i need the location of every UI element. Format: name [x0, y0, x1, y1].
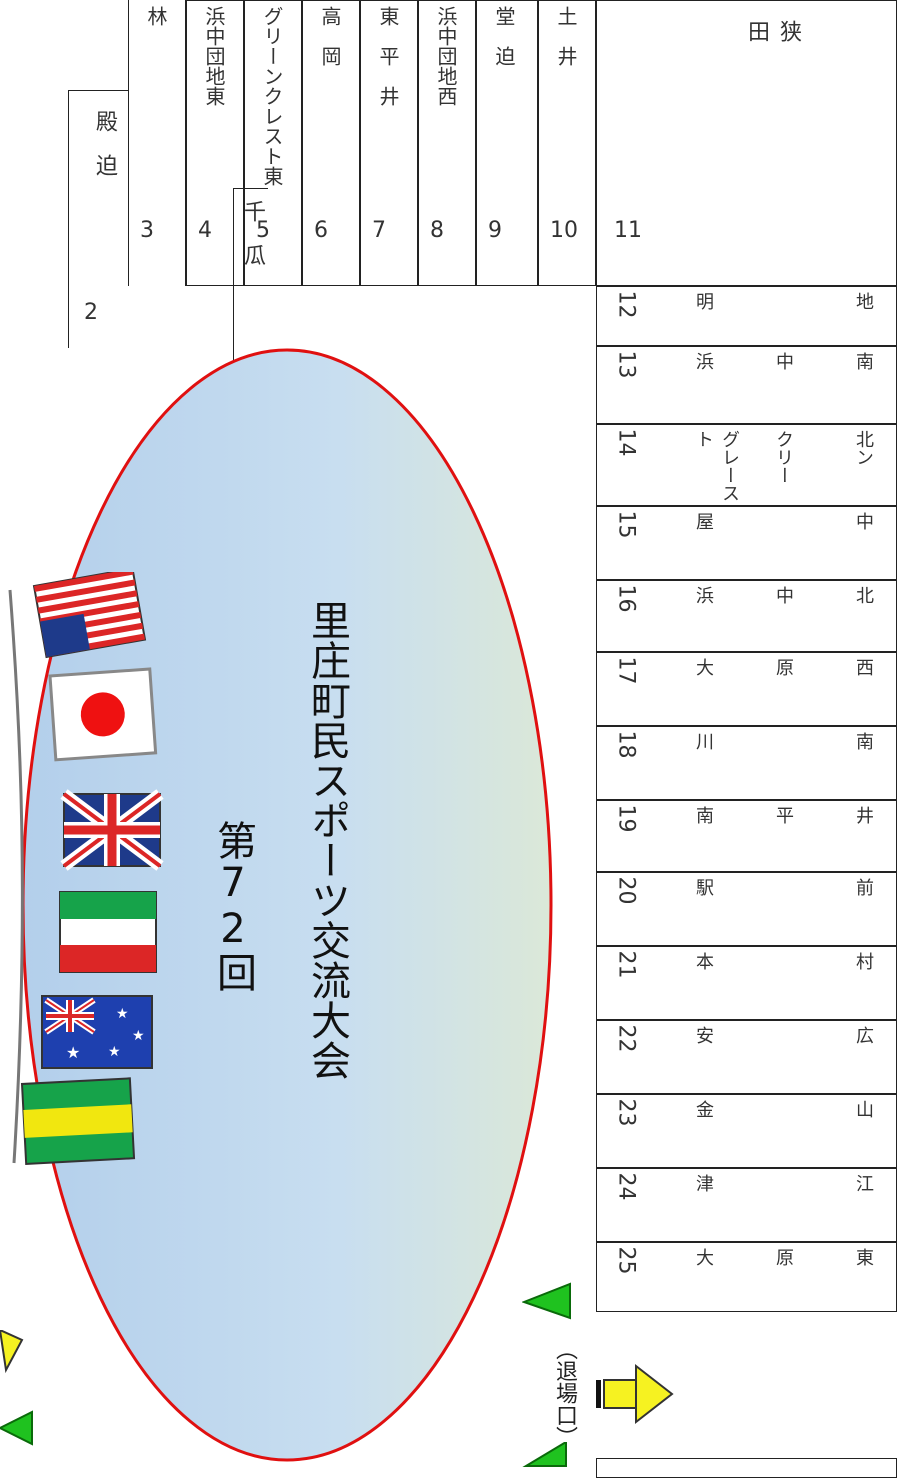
exit-arrow-icon [596, 1363, 674, 1425]
team-number: 5 [256, 218, 270, 243]
team-name-bottom: 地 [853, 292, 874, 310]
team-name-bottom: 広 [853, 1026, 874, 1044]
team-name-top: 大 [693, 658, 714, 676]
team-name-top: グレースト [693, 430, 740, 502]
team-name-bottom: 井 [853, 806, 874, 824]
australia-flag: ★ ★ ★ ★ [41, 995, 153, 1069]
team-box-3 [128, 0, 186, 286]
team-name-middle: 中 [773, 586, 794, 604]
team-name: 浜中団地東 [202, 6, 226, 106]
team-name-bottom: 中 [853, 512, 874, 530]
team-name: 狭 田 [744, 20, 801, 244]
team-number: 2 [84, 300, 98, 325]
team-name-top: 大 [693, 1248, 714, 1266]
team-box-4 [186, 0, 244, 286]
team-name-bottom: 村 [853, 952, 874, 970]
team-number: 8 [430, 218, 444, 243]
team-name-bottom: 南 [853, 732, 874, 750]
team-box-2 [68, 90, 128, 348]
team-name-middle: 中 [773, 352, 794, 370]
flag-rope [8, 589, 24, 1164]
brazil-style-flag [20, 1077, 136, 1165]
team-name: 高 岡 [318, 6, 342, 66]
team-name-bottom: 北ン [853, 430, 874, 466]
team-name-middle: 原 [773, 658, 794, 676]
team-number: 4 [198, 218, 212, 243]
team-number: 6 [314, 218, 328, 243]
team-number: 9 [488, 218, 502, 243]
team-name-top: 金 [693, 1100, 714, 1118]
team-number: 10 [550, 218, 578, 243]
entry-arrow-icon [0, 1330, 24, 1374]
team-number: 3 [140, 218, 154, 243]
team-name: 殿 迫 [92, 110, 117, 176]
team-name: 林 [144, 6, 168, 26]
team-name-top: 本 [693, 952, 714, 970]
team-name-top: 津 [693, 1174, 714, 1192]
team-name-bottom: 前 [853, 878, 874, 896]
team-box-8 [418, 0, 476, 286]
team-name-middle: クリー [773, 430, 794, 484]
green-triangle-icon [522, 1442, 567, 1467]
japan-flag [48, 667, 158, 762]
team-name-top: 安 [693, 1026, 714, 1044]
team-box-6 [302, 0, 360, 286]
exit-label: （退場口） [552, 1338, 577, 1448]
flags-garland: ★ ★ ★ ★ [20, 572, 164, 1165]
team-box-9 [476, 0, 538, 286]
team-name-middle: 原 [773, 1248, 794, 1266]
team-box-10 [538, 0, 596, 286]
team-box-7 [360, 0, 418, 286]
team-name-top: 川 [693, 732, 714, 750]
svg-text:★: ★ [66, 1043, 80, 1062]
team-name-bottom: 山 [853, 1100, 874, 1118]
team-number: 7 [372, 218, 386, 243]
team-name-bottom: 東 [853, 1248, 874, 1266]
team-name: 堂 迫 [492, 6, 516, 66]
team-name-top: 駅 [693, 878, 714, 896]
event-title-line1: 第72回 [210, 820, 256, 992]
italy-flag [59, 891, 157, 973]
uk-flag [60, 789, 164, 871]
green-triangle-icon [522, 1282, 571, 1320]
svg-text:★: ★ [116, 1006, 129, 1022]
team-number: 11 [614, 218, 642, 243]
team-name-top: 浜 [693, 352, 714, 370]
team-name: 東 平 井 [376, 6, 400, 106]
event-title-line2: 里庄町民スポーツ交流大会 [304, 600, 350, 1080]
team-name-top: 南 [693, 806, 714, 824]
team-name-top: 浜 [693, 586, 714, 604]
team-name-bottom: 北 [853, 586, 874, 604]
svg-text:★: ★ [132, 1028, 145, 1044]
team-name-bottom: 南 [853, 352, 874, 370]
svg-text:★: ★ [108, 1044, 121, 1060]
team-name-bottom: 江 [853, 1174, 874, 1192]
team-name: 土 井 [554, 6, 578, 66]
team-name: 浜中団地西 [434, 6, 458, 106]
green-triangle-icon [0, 1410, 33, 1446]
team-name-top: 明 [693, 292, 714, 310]
team-name: グリーンクレスト東 [260, 6, 284, 186]
usa-flag [32, 572, 147, 659]
partial-box [596, 1458, 897, 1478]
team-name-top: 屋 [693, 512, 714, 530]
team-name-middle: 平 [773, 806, 794, 824]
team-name-bottom: 西 [853, 658, 874, 676]
team-box-5 [244, 0, 302, 286]
